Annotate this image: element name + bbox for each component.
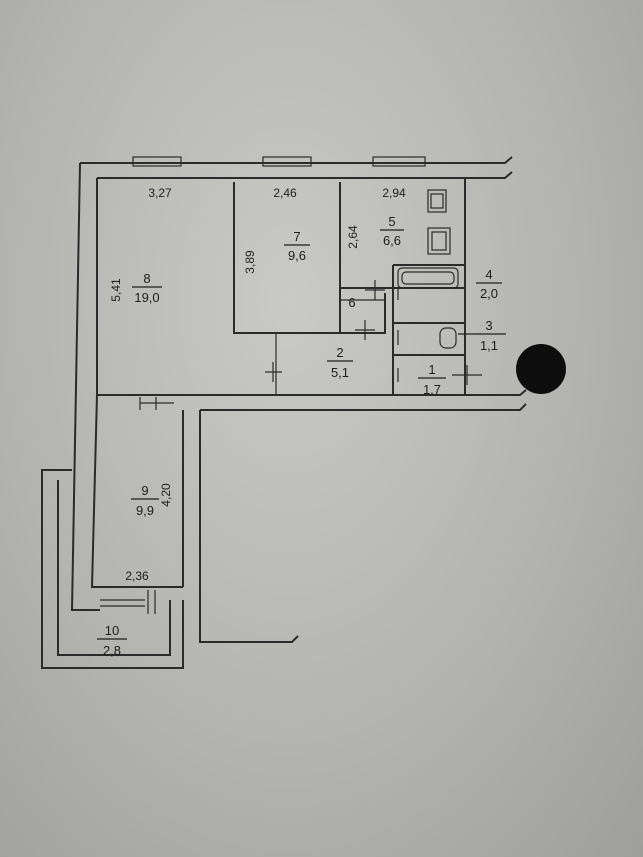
room-7-width-label: 2,46 — [273, 186, 297, 200]
room-8-label: 8 19,0 — [132, 271, 162, 305]
room-6-label: 6 — [348, 295, 355, 310]
room-9-width-label: 2,36 — [125, 569, 149, 583]
room-1-label: 1 1,7 — [418, 362, 446, 397]
room-4-label: 4 2,0 — [476, 267, 502, 301]
room-5-area: 6,6 — [383, 233, 401, 248]
room-8-width-label: 3,27 — [148, 186, 172, 200]
room-7-number: 7 — [293, 229, 300, 244]
windows — [132, 156, 426, 167]
room-6-number: 6 — [348, 295, 355, 310]
room-3-number: 3 — [485, 318, 492, 333]
room-9-area: 9,9 — [136, 503, 154, 518]
room-3-label: 3 1,1 — [458, 318, 506, 353]
door-marks — [139, 280, 482, 614]
room-5-label: 5 6,6 — [380, 214, 404, 248]
room-3-area: 1,1 — [480, 338, 498, 353]
room-8-number: 8 — [143, 271, 150, 286]
room-2-number: 2 — [336, 345, 343, 360]
room-1-area: 1,7 — [423, 382, 441, 397]
room-5-width-label: 2,94 — [382, 186, 406, 200]
balcony-outline — [41, 469, 184, 669]
room-2-area: 5,1 — [331, 365, 349, 380]
room-5-height-label: 2,64 — [346, 225, 360, 249]
riser-icon — [516, 344, 566, 394]
toilet-icon — [439, 327, 457, 349]
room-8-height-label: 5,41 — [109, 278, 123, 302]
room-1-number: 1 — [428, 362, 435, 377]
bathtub-icon — [397, 267, 459, 289]
room-9-number: 9 — [141, 483, 148, 498]
room-7-height-label: 3,89 — [243, 250, 257, 274]
sink-icon — [427, 227, 451, 255]
room-9-label: 9 9,9 — [131, 483, 159, 518]
room-5-number: 5 — [388, 214, 395, 229]
stove-icon — [427, 189, 447, 213]
room-10-area: 2,8 — [103, 643, 121, 658]
room-10-number: 10 — [105, 623, 119, 638]
room-2-label: 2 5,1 — [327, 345, 353, 380]
room-9-height-label: 4,20 — [159, 483, 173, 507]
room-7-label: 7 9,6 — [284, 229, 310, 263]
outer-walls — [70, 156, 527, 643]
room-8-area: 19,0 — [134, 290, 159, 305]
room-7-area: 9,6 — [288, 248, 306, 263]
room-4-area: 2,0 — [480, 286, 498, 301]
room-10-label: 10 2,8 — [97, 623, 127, 658]
room-4-number: 4 — [485, 267, 492, 282]
